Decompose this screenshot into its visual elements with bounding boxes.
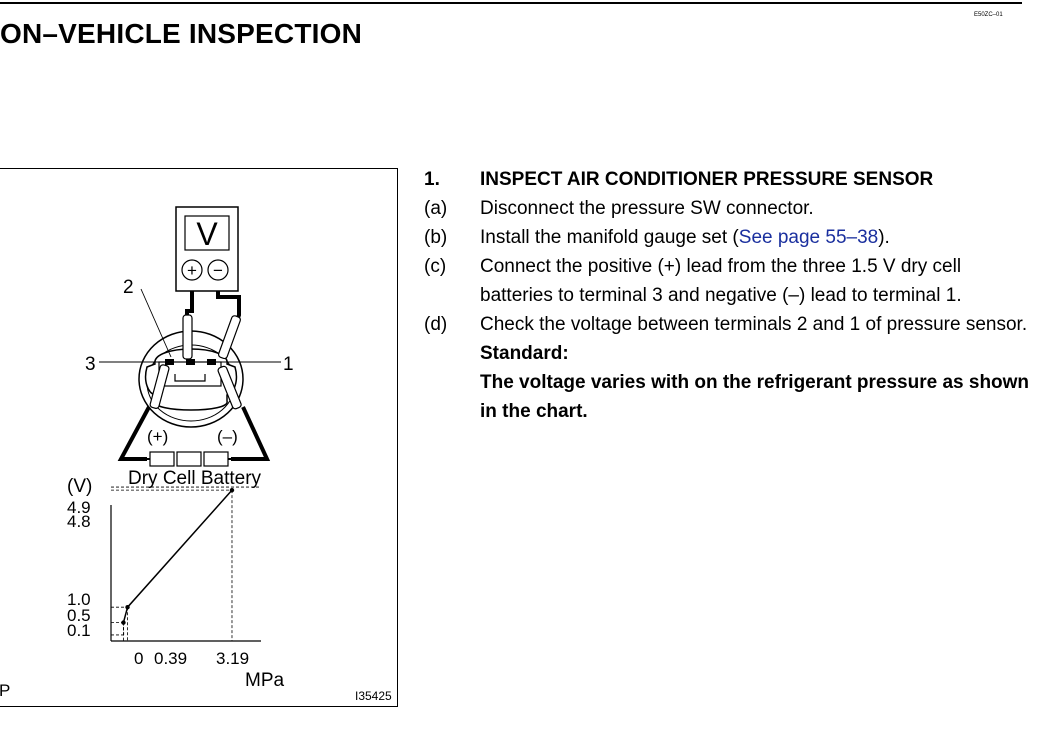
chart-ytick-4: 0.1 [67, 621, 91, 640]
probe-meter-plus [182, 314, 193, 365]
step-b-text: Install the manifold gauge set (See page… [480, 223, 1039, 252]
step-1-number: 1. [424, 169, 440, 190]
figure-panel: V + − [0, 168, 398, 707]
voltmeter-icon: V + − [175, 206, 239, 292]
step-b-number: (b) [424, 227, 448, 248]
step-c-text: Connect the positive (+) lead from the t… [480, 256, 962, 306]
chart-ytick-0: 4.9 [67, 498, 91, 517]
step-a: (a) Disconnect the pressure SW connector… [424, 194, 1039, 223]
chart-ylabel: (V) [67, 476, 92, 497]
step-d: (d) Check the voltage between terminals … [424, 310, 1039, 339]
terminal-3-label: 3 [85, 354, 96, 375]
probe-battery-minus [217, 365, 242, 410]
chart-xlabel: MPa [245, 670, 285, 691]
chart-ytick-1: 4.8 [67, 512, 91, 531]
chart-ytick-2: 1.0 [67, 590, 91, 609]
voltage-pressure-chart: (V) MPa 4.94.8 1.00.50.1 0 0.39 3.19 [67, 476, 285, 691]
meter-plus-label: + [187, 261, 197, 280]
step-1-title: INSPECT AIR CONDITIONER PRESSURE SENSOR [480, 169, 934, 190]
battery-label: Dry Cell Battery [128, 468, 262, 489]
chart-point-0 [121, 620, 126, 625]
figure-id: I35425 [355, 689, 392, 703]
step-a-number: (a) [424, 198, 448, 219]
header-rule [0, 2, 1022, 4]
figure-illustration: V + − [0, 206, 392, 703]
probe-meter-minus [217, 315, 241, 360]
standard-text: The voltage varies with on the refrigera… [480, 372, 1030, 422]
see-page-link[interactable]: See page 55–38 [738, 227, 879, 248]
step-c: (c) Connect the positive (+) lead from t… [424, 252, 1039, 310]
chart-xtick-0: 0 [134, 649, 143, 668]
pressure-sensor-icon [138, 330, 244, 428]
step-a-text: Disconnect the pressure SW connector. [480, 198, 814, 219]
chart-ytick-3: 0.5 [67, 606, 91, 625]
page-title: ON–VEHICLE INSPECTION [0, 18, 363, 49]
terminal-1-label: 1 [283, 354, 294, 375]
chart-point-2 [229, 487, 235, 493]
procedure-section: 1. INSPECT AIR CONDITIONER PRESSURE SENS… [424, 165, 1039, 426]
meter-minus-label: − [213, 261, 223, 280]
step-b: (b) Install the manifold gauge set (See … [424, 223, 1039, 252]
chart-point-1 [125, 605, 130, 610]
meter-symbol: V [196, 216, 218, 252]
figure-edge-char: P [0, 681, 10, 700]
document-code: E50ZC–01 [974, 12, 1003, 18]
step-c-number: (c) [424, 256, 447, 277]
chart-line-lower [122, 607, 129, 623]
step-d-text: Check the voltage between terminals 2 an… [480, 314, 1028, 335]
chart-line-main [126, 489, 233, 608]
step-1: 1. INSPECT AIR CONDITIONER PRESSURE SENS… [424, 165, 1039, 194]
chart-xtick-2: 3.19 [216, 649, 249, 668]
battery-minus-label: (–) [217, 427, 238, 446]
battery-plus-label: (+) [147, 427, 168, 446]
battery-icon [147, 451, 231, 467]
step-b-text-before: Install the manifold gauge set ( [480, 227, 739, 248]
standard-label: Standard: [480, 343, 569, 364]
probe-battery-plus [149, 364, 170, 409]
step-d-number: (d) [424, 314, 448, 335]
step-b-text-after: ). [878, 227, 890, 248]
chart-xtick-1: 0.39 [154, 649, 187, 668]
terminal-2-label: 2 [123, 277, 134, 298]
